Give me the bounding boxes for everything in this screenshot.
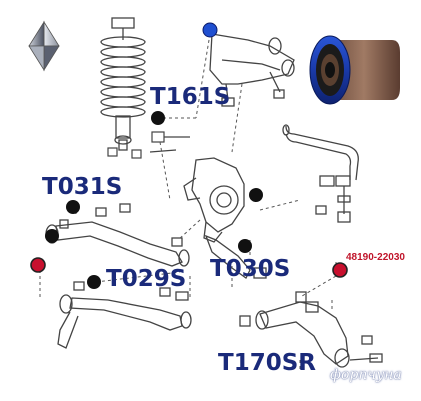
upper-lateral-arm <box>45 203 190 267</box>
marker-t031s-end <box>45 229 59 243</box>
lower-control-arm <box>239 291 383 368</box>
bushing-photo <box>306 30 400 110</box>
brand-logo <box>28 20 60 72</box>
toe-control-arm <box>204 234 267 279</box>
coil-spring-strut <box>100 17 146 151</box>
part-label-t031s: T031S <box>42 174 123 200</box>
watermark: форпчуна <box>330 367 402 383</box>
marker-red-oem <box>332 262 348 278</box>
marker-blue-upper-arm <box>202 22 218 38</box>
strut-hardware <box>107 131 190 159</box>
marker-t031s <box>66 200 80 214</box>
upper-control-arm <box>209 33 295 107</box>
marker-t030s <box>238 239 252 253</box>
part-label-t030s: T030S <box>210 256 291 282</box>
marker-red-bushing <box>30 257 46 273</box>
part-label-t029s: T029S <box>106 266 187 292</box>
oem-part-number: 48190-22030 <box>346 252 405 263</box>
marker-t029s <box>87 275 101 289</box>
stabilizer-bar <box>282 124 359 223</box>
part-label-t170sr: T170SR <box>218 350 316 376</box>
lower-lateral-arm <box>57 281 192 349</box>
part-label-t161s: T161S <box>150 84 231 110</box>
markers <box>30 22 348 289</box>
marker-knuckle <box>249 188 263 202</box>
marker-t161s <box>151 111 165 125</box>
steering-knuckle <box>183 157 245 243</box>
